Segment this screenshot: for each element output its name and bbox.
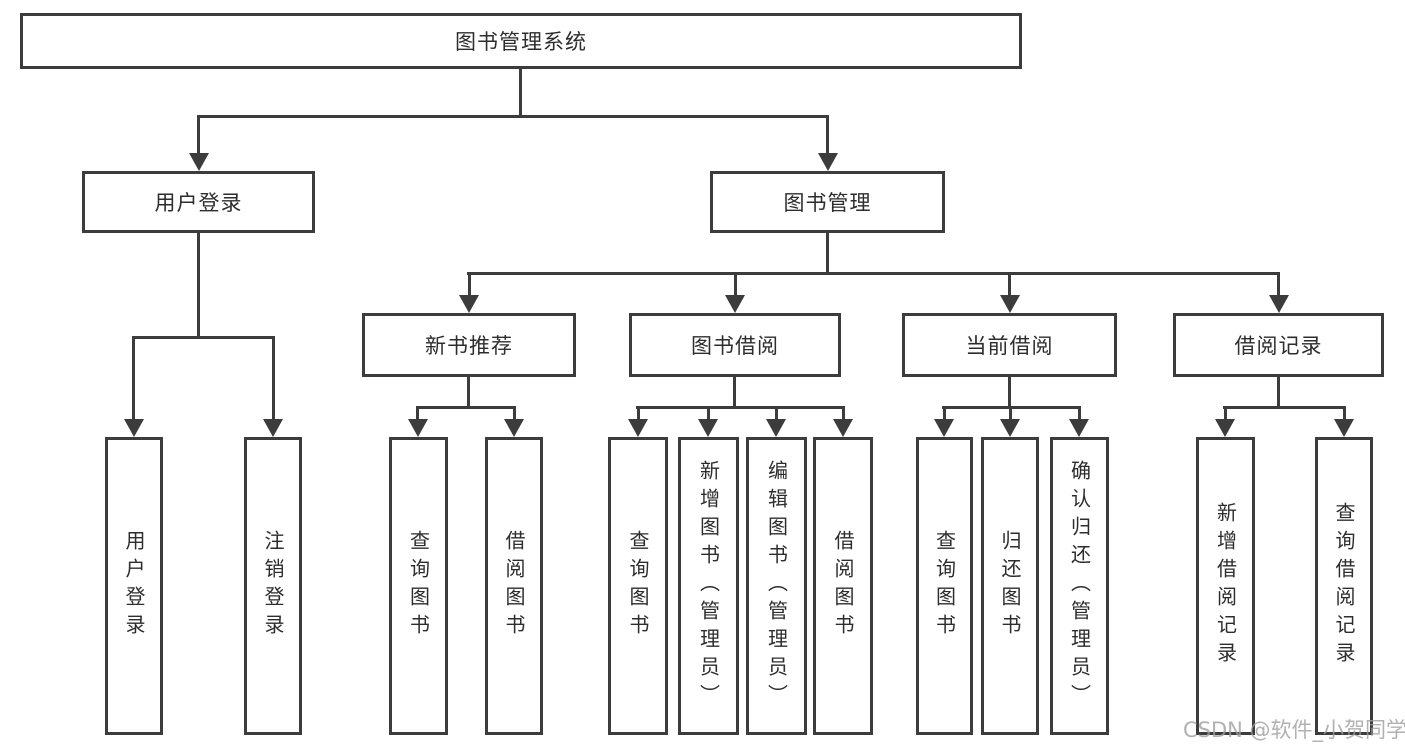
node-label: 图书管理系统 bbox=[455, 30, 587, 54]
connector-line bbox=[842, 406, 845, 421]
leaf-add-borrow-record: 新增借阅记录 bbox=[1196, 437, 1255, 735]
leaf-label: 注销登录 bbox=[261, 530, 285, 642]
connector-line bbox=[1224, 406, 1227, 421]
arrow-down-icon bbox=[725, 295, 745, 313]
arrow-down-icon bbox=[1215, 419, 1235, 437]
leaf-edit-book-admin: 编辑图书（管理员） bbox=[746, 437, 807, 735]
connector-line bbox=[1223, 406, 1345, 409]
node-label: 图书管理 bbox=[783, 191, 872, 215]
node-label: 当前借阅 bbox=[965, 334, 1054, 358]
connector-line bbox=[707, 406, 710, 421]
leaf-label: 新增图书（管理员） bbox=[696, 460, 721, 712]
connector-line bbox=[943, 406, 946, 421]
arrow-down-icon bbox=[833, 419, 853, 437]
connector-line bbox=[467, 375, 470, 409]
arrow-down-icon bbox=[934, 419, 954, 437]
node-label: 用户登录 bbox=[154, 191, 243, 215]
leaf-label: 借阅图书 bbox=[831, 530, 855, 642]
arrow-down-icon bbox=[124, 419, 144, 437]
node-label: 新书推荐 bbox=[425, 334, 513, 358]
leaf-label: 查询图书 bbox=[406, 530, 431, 642]
connector-line bbox=[132, 336, 135, 420]
node-label: 图书借阅 bbox=[691, 334, 779, 358]
leaf-label: 借阅图书 bbox=[502, 530, 526, 642]
connector-line bbox=[519, 67, 522, 118]
connector-line bbox=[513, 406, 516, 421]
connector-line bbox=[197, 231, 200, 339]
leaf-confirm-return-admin: 确认归还（管理员） bbox=[1050, 437, 1109, 735]
connector-line bbox=[1008, 375, 1011, 409]
leaf-label: 归还图书 bbox=[998, 530, 1022, 642]
connector-line bbox=[468, 272, 471, 296]
node-borrowing-records: 借阅记录 bbox=[1173, 313, 1384, 377]
arrow-down-icon bbox=[766, 419, 786, 437]
connector-line bbox=[636, 406, 844, 409]
connector-line bbox=[734, 272, 737, 296]
arrow-down-icon bbox=[1000, 419, 1020, 437]
node-book-borrowing: 图书借阅 bbox=[629, 313, 841, 377]
leaf-label: 查询图书 bbox=[626, 530, 650, 642]
connector-line bbox=[826, 231, 829, 275]
arrow-down-icon bbox=[698, 419, 718, 437]
connector-line bbox=[1277, 272, 1280, 296]
node-current-borrowing: 当前借阅 bbox=[902, 313, 1117, 377]
leaf-query-books-borrow: 查询图书 bbox=[608, 437, 668, 735]
arrow-down-icon bbox=[408, 419, 428, 437]
leaf-label: 查询图书 bbox=[932, 530, 957, 642]
arrow-down-icon bbox=[263, 419, 283, 437]
connector-line bbox=[272, 336, 275, 420]
connector-line bbox=[1343, 406, 1346, 421]
node-book-management: 图书管理 bbox=[710, 171, 945, 233]
leaf-query-books-current: 查询图书 bbox=[916, 437, 973, 735]
arrow-down-icon bbox=[459, 295, 479, 313]
leaf-borrow-books-recommend: 借阅图书 bbox=[485, 437, 543, 735]
leaf-label: 用户登录 bbox=[122, 530, 146, 642]
connector-line bbox=[1078, 406, 1081, 421]
node-new-book-recommendation: 新书推荐 bbox=[362, 313, 576, 377]
arrow-down-icon bbox=[1269, 295, 1289, 313]
connector-line bbox=[197, 115, 200, 155]
connector-line bbox=[1277, 375, 1280, 409]
node-label: 借阅记录 bbox=[1234, 334, 1323, 358]
arrow-down-icon bbox=[1334, 419, 1354, 437]
connector-line bbox=[637, 406, 640, 421]
connector-line bbox=[197, 115, 829, 118]
leaf-label: 新增借阅记录 bbox=[1213, 502, 1238, 670]
connector-line bbox=[733, 375, 736, 409]
leaf-label: 查询借阅记录 bbox=[1332, 502, 1356, 670]
leaf-query-borrow-record: 查询借阅记录 bbox=[1315, 437, 1373, 735]
connector-line bbox=[826, 115, 829, 155]
csdn-watermark: CSDN @软件_小贺同学 bbox=[1183, 718, 1405, 742]
leaf-logout: 注销登录 bbox=[244, 437, 302, 735]
connector-line bbox=[467, 272, 1280, 275]
leaf-add-book-admin: 新增图书（管理员） bbox=[678, 437, 739, 735]
connector-line bbox=[775, 406, 778, 421]
leaf-borrow-books-borrow: 借阅图书 bbox=[813, 437, 873, 735]
arrow-down-icon bbox=[504, 419, 524, 437]
connector-line bbox=[416, 406, 419, 421]
arrow-down-icon bbox=[628, 419, 648, 437]
arrow-down-icon bbox=[189, 153, 209, 171]
node-library-management-system: 图书管理系统 bbox=[20, 13, 1022, 69]
connector-line bbox=[416, 406, 516, 409]
node-user-login: 用户登录 bbox=[82, 171, 315, 233]
leaf-user-login: 用户登录 bbox=[105, 437, 163, 735]
leaf-query-books-recommend: 查询图书 bbox=[389, 437, 448, 735]
connector-line bbox=[1008, 272, 1011, 296]
connector-line bbox=[132, 336, 275, 339]
arrow-down-icon bbox=[1000, 295, 1020, 313]
arrow-down-icon bbox=[1069, 419, 1089, 437]
leaf-label: 编辑图书（管理员） bbox=[764, 460, 789, 712]
arrow-down-icon bbox=[818, 153, 838, 171]
connector-line bbox=[1009, 406, 1012, 421]
leaf-return-book: 归还图书 bbox=[981, 437, 1039, 735]
leaf-label: 确认归还（管理员） bbox=[1067, 460, 1092, 712]
